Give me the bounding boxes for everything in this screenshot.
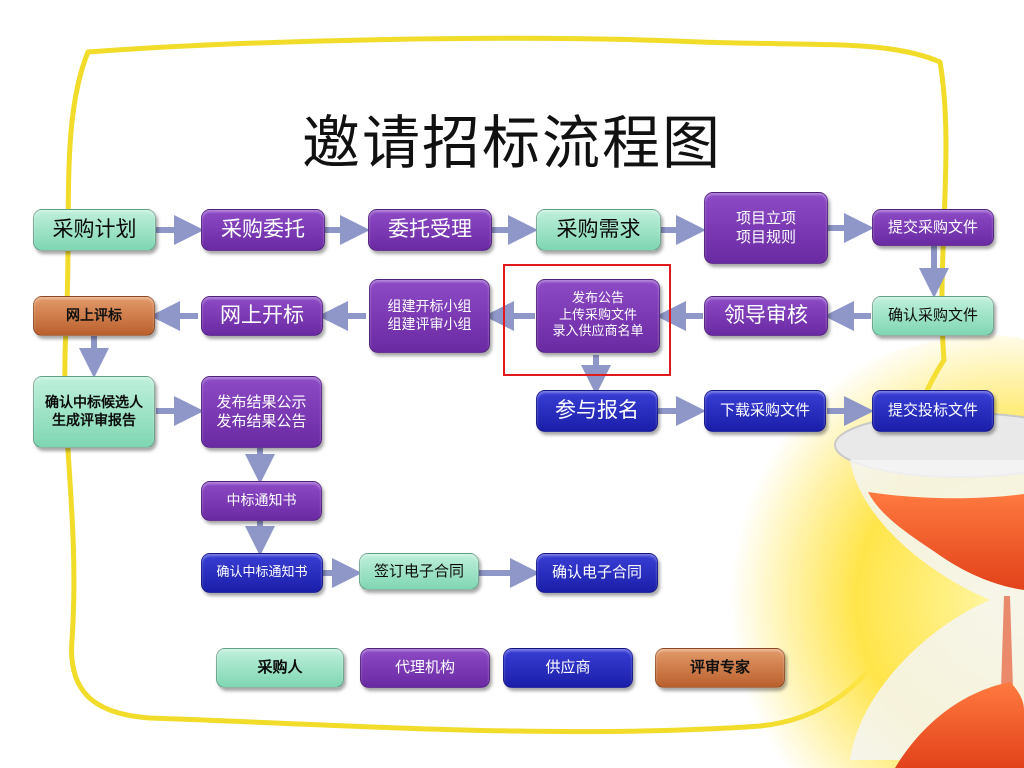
node-award-notice[interactable]: 中标通知书 [201,481,322,521]
page-title: 邀请招标流程图 [301,109,722,177]
node-leader-review[interactable]: 领导审核 [704,296,828,336]
node-confirm-purchase-docs[interactable]: 确认采购文件 [872,296,994,336]
node-submit-purchase-docs[interactable]: 提交采购文件 [872,209,994,246]
legend-expert: 评审专家 [655,648,785,688]
node-download-docs[interactable]: 下载采购文件 [704,390,826,432]
node-confirm-award-notice[interactable]: 确认中标通知书 [201,553,323,593]
node-purchase-commission[interactable]: 采购委托 [201,209,325,251]
node-commission-acceptance[interactable]: 委托受理 [368,209,492,251]
node-submit-bid[interactable]: 提交投标文件 [872,390,994,432]
node-register[interactable]: 参与报名 [536,390,658,432]
legend-agency: 代理机构 [360,648,490,688]
node-confirm-candidate[interactable]: 确认中标候选人 生成评审报告 [33,376,155,448]
node-form-panels[interactable]: 组建开标小组 组建评审小组 [369,279,490,353]
node-publish-results[interactable]: 发布结果公示 发布结果公告 [201,376,322,448]
node-confirm-contract[interactable]: 确认电子合同 [536,553,658,593]
highlight-box [503,264,671,376]
node-sign-contract[interactable]: 签订电子合同 [359,553,479,590]
node-purchase-requirement[interactable]: 采购需求 [536,209,661,251]
legend-purchaser: 采购人 [216,648,344,688]
node-online-opening[interactable]: 网上开标 [201,296,323,336]
node-publish-notice[interactable]: 发布公告 上传采购文件 录入供应商名单 [536,279,660,353]
node-online-evaluation[interactable]: 网上评标 [33,296,155,336]
legend-supplier: 供应商 [503,648,633,688]
node-project-setup[interactable]: 项目立项 项目规则 [704,192,828,264]
node-purchase-plan[interactable]: 采购计划 [33,209,156,251]
